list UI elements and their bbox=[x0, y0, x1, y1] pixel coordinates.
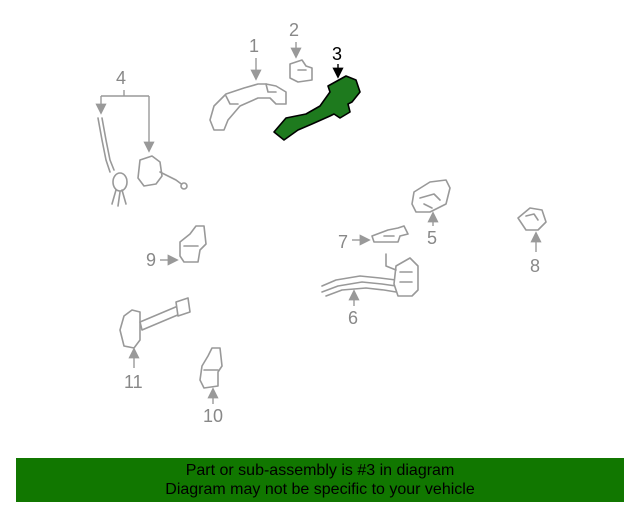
part-4-lock-cylinder[interactable] bbox=[97, 117, 188, 207]
part-7-bracket-clip[interactable] bbox=[371, 225, 409, 243]
part-3-handle-frame[interactable] bbox=[273, 75, 361, 141]
callout-1: 1 bbox=[249, 36, 259, 56]
info-banner: Part or sub-assembly is #3 in diagram Di… bbox=[16, 458, 624, 502]
part-5-inside-handle[interactable] bbox=[411, 179, 451, 213]
banner-line-2: Diagram may not be specific to your vehi… bbox=[165, 481, 475, 498]
part-10-bumper[interactable] bbox=[199, 347, 223, 389]
part-2-handle-cap[interactable] bbox=[289, 59, 313, 83]
callout-6: 6 bbox=[348, 308, 358, 328]
part-6-door-latch[interactable] bbox=[321, 253, 419, 297]
callout-5: 5 bbox=[427, 228, 437, 248]
part-8-striker[interactable] bbox=[517, 207, 547, 231]
part-9-bumper[interactable] bbox=[179, 225, 207, 263]
parts-diagram: 1 2 3 4 5 6 bbox=[95, 20, 547, 426]
callout-10: 10 bbox=[203, 406, 223, 426]
callout-2: 2 bbox=[289, 20, 299, 40]
callout-3: 3 bbox=[332, 44, 342, 64]
banner-line-1: Part or sub-assembly is #3 in diagram bbox=[185, 462, 455, 479]
callout-7: 7 bbox=[338, 232, 348, 252]
callout-11: 11 bbox=[124, 372, 143, 392]
part-1-outer-handle[interactable] bbox=[209, 83, 287, 131]
callout-4: 4 bbox=[116, 68, 126, 88]
callout-9: 9 bbox=[146, 250, 156, 270]
part-11-door-check[interactable] bbox=[119, 297, 191, 349]
callout-8: 8 bbox=[530, 256, 540, 276]
